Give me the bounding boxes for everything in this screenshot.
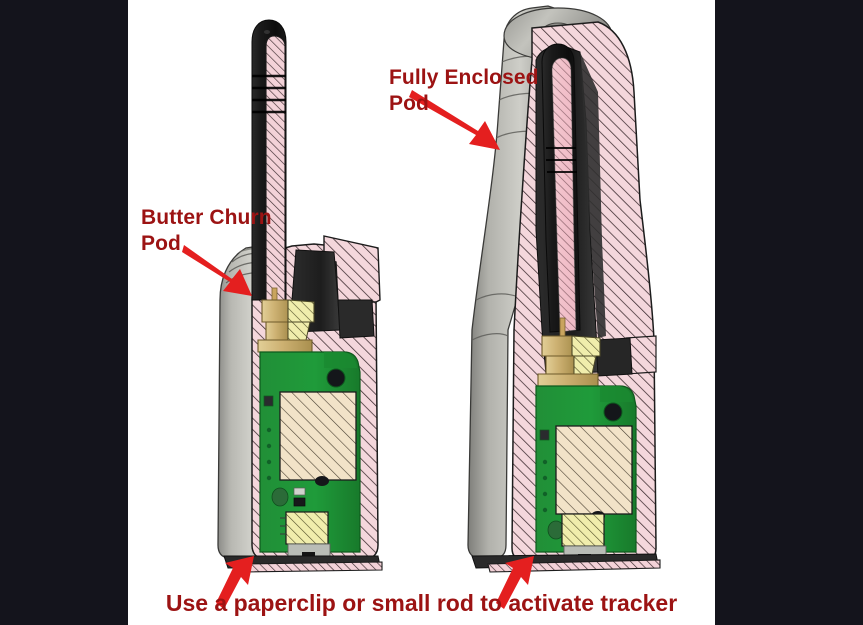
left-pcb-pad xyxy=(263,395,274,407)
right-battery xyxy=(555,425,633,515)
annotation-arrows xyxy=(182,90,534,609)
right-pod-cavity-right-wall xyxy=(580,52,606,338)
left-module-pins xyxy=(280,517,286,535)
left-pcb-top-notch xyxy=(324,352,357,368)
device-fully-enclosed-pod xyxy=(467,5,661,573)
letterbox-left xyxy=(0,0,128,625)
left-pcb-via-column xyxy=(266,427,272,481)
letterbox-right xyxy=(715,0,863,625)
label-fully-enclosed-pod-line2: Pod xyxy=(389,92,429,115)
left-pod-cavity-right xyxy=(337,299,375,339)
arrow-activate-left xyxy=(216,556,254,609)
arrow-fully-enclosed xyxy=(409,90,500,150)
right-pcb-via-column xyxy=(542,459,548,513)
diagram-canvas: Butter Churn Pod Fully Enclosed Pod Use … xyxy=(128,0,715,625)
left-component-oval xyxy=(315,476,329,486)
right-pcb-top-notch xyxy=(600,386,633,402)
right-pcb-mount-hole xyxy=(603,402,623,422)
right-module-yellow xyxy=(561,513,605,547)
left-component-chip-b xyxy=(293,497,306,507)
left-component-chip-a xyxy=(293,487,306,496)
right-pcb-pad xyxy=(539,429,550,441)
arrow-activate-right xyxy=(496,556,534,609)
label-fully-enclosed-pod-line1: Fully Enclosed xyxy=(389,66,539,89)
right-pod-antenna xyxy=(541,43,581,333)
left-base-slot xyxy=(237,561,383,573)
label-butter-churn-pod-line2: Pod xyxy=(141,232,181,255)
left-antenna-tip-highlight xyxy=(264,30,270,34)
label-butter-churn-pod-line1: Butter Churn xyxy=(141,206,272,229)
left-antenna-rings xyxy=(252,74,286,114)
device-butter-churn-pod xyxy=(217,19,383,573)
left-battery xyxy=(279,391,357,481)
left-pod-antenna xyxy=(251,19,287,301)
arrow-butter-churn xyxy=(182,245,252,296)
label-butter-churn-pod: Butter Churn Pod xyxy=(141,205,321,257)
label-fully-enclosed-pod: Fully Enclosed Pod xyxy=(389,65,579,117)
cad-cross-section-svg xyxy=(182,5,661,609)
caption-activate-tracker: Use a paperclip or small rod to activate… xyxy=(165,590,678,616)
left-pcb-mount-hole xyxy=(326,368,346,388)
right-antenna-core-hatch xyxy=(552,58,576,332)
right-pod-cavity-lower xyxy=(595,337,633,377)
left-module-yellow xyxy=(285,511,329,545)
right-antenna-rings xyxy=(546,147,577,173)
left-component-round xyxy=(271,487,289,507)
